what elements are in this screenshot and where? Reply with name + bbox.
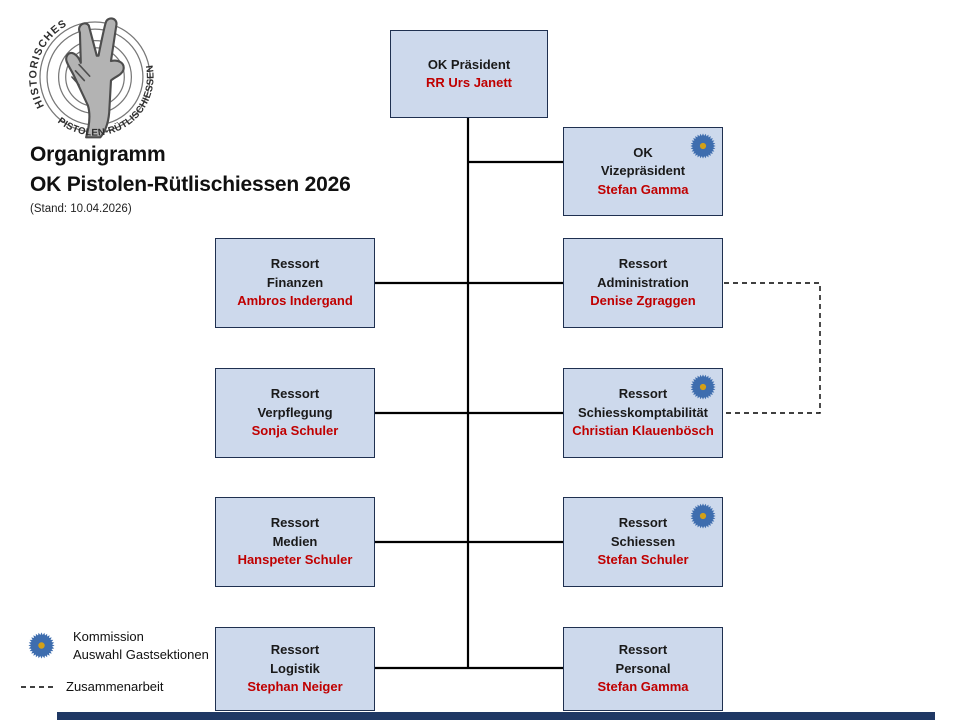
org-node-vizepraesident: OK Vizepräsident Stefan Gamma [563,127,723,216]
title-date: (Stand: 10.04.2026) [30,202,132,215]
node-person: Ambros Indergand [237,293,353,309]
node-person: Stephan Neiger [247,679,343,695]
club-logo: HISTORISCHES PISTOLEN-RÜTLISCHIESSEN [27,17,156,139]
node-title-2: Verpflegung [257,404,333,420]
kommission-badge-icon [28,632,55,659]
node-title: Ressort [270,642,320,658]
node-title-2: Schiessen [610,533,676,549]
node-person: Christian Klauenbösch [572,423,714,439]
kommission-badge-icon [690,133,716,159]
node-title: Ressort [270,386,320,402]
org-node-personal: Ressort Personal Stefan Gamma [563,627,723,711]
org-node-administration: Ressort Administration Denise Zgraggen [563,238,723,328]
org-node-schiessen: Ressort Schiessen Stefan Schuler [563,497,723,587]
node-person: Stefan Schuler [597,552,689,568]
title-line-1: Organigramm [30,143,166,166]
node-title-2: Vizepräsident [600,163,686,179]
org-node-schiesskomptabilitaet: Ressort Schiesskomptabilität Christian K… [563,368,723,458]
node-person: Stefan Gamma [597,181,689,197]
node-title: Ressort [618,515,668,531]
oath-hand-icon [65,17,125,139]
page-title: Organigramm OK Pistolen-Rütlischiessen 2… [30,140,351,215]
footer-accent-bar [57,712,935,720]
node-title: Ressort [618,386,668,402]
node-title: OK Präsident [427,56,511,72]
node-person: Hanspeter Schuler [237,552,353,568]
legend-kommission: Kommission Auswahl Gastsektionen [20,628,209,663]
node-title-2: Administration [597,274,689,290]
legend-zusammenarbeit: Zusammenarbeit [20,679,209,694]
kommission-badge-icon [690,503,716,529]
org-node-finanzen: Ressort Finanzen Ambros Indergand [215,238,375,328]
title-line-2: OK Pistolen-Rütlischiessen 2026 [30,172,351,196]
node-title: Ressort [618,256,668,272]
org-node-praesident: OK Präsident RR Urs Janett [390,30,548,118]
kommission-badge-icon [690,374,716,400]
node-person: Sonja Schuler [251,423,339,439]
node-title: OK [633,144,653,160]
node-person: Denise Zgraggen [590,293,696,309]
node-title: Ressort [270,256,320,272]
node-title: Ressort [618,642,668,658]
node-title-2: Personal [615,660,671,676]
node-title-2: Finanzen [266,274,324,290]
node-title: Ressort [270,515,320,531]
legend: Kommission Auswahl Gastsektionen Zusamme… [20,628,209,694]
dashed-line-icon [21,685,57,688]
dashed-zusammenarbeit-line [724,282,821,414]
legend-zusammenarbeit-label: Zusammenarbeit [66,679,164,695]
node-title-2: Schiesskomptabilität [577,404,709,420]
legend-kommission-line1: Kommission [73,629,144,644]
node-title-2: Logistik [270,660,320,676]
org-node-logistik: Ressort Logistik Stephan Neiger [215,627,375,711]
node-title-2: Medien [272,533,318,549]
legend-kommission-line2: Auswahl Gastsektionen [73,646,209,662]
org-node-medien: Ressort Medien Hanspeter Schuler [215,497,375,587]
node-person: RR Urs Janett [426,75,512,90]
node-person: Stefan Gamma [597,679,689,695]
org-node-verpflegung: Ressort Verpflegung Sonja Schuler [215,368,375,458]
